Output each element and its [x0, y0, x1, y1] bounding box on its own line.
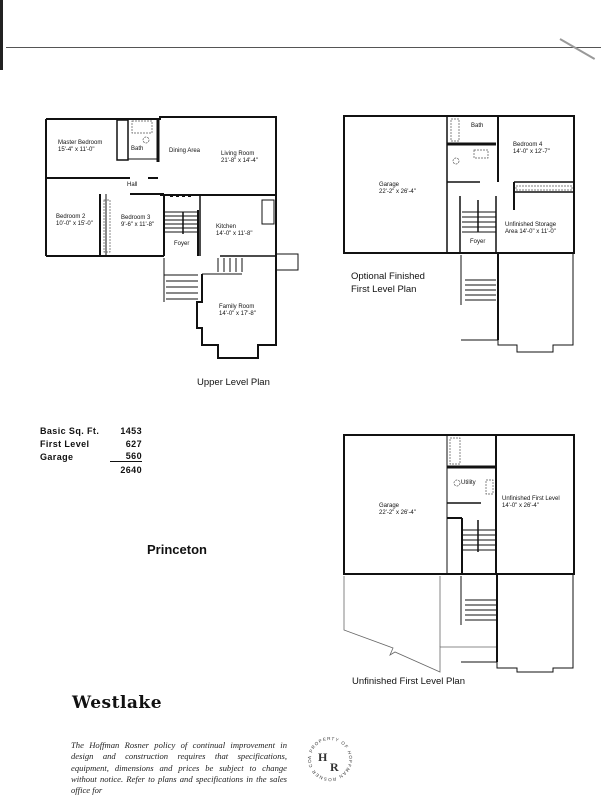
room-label: Unfinished Storage Area 14'-0" x 11'-0" [505, 222, 556, 236]
scan-edge [0, 0, 3, 70]
room-label: Kitchen 14'-0" x 11'-8" [216, 224, 252, 238]
room-name: Unfinished Storage [505, 222, 557, 228]
room-dimensions: 15'-4" x 11'-0" [58, 147, 95, 153]
sqft-total-row: 2640 [40, 463, 142, 476]
room-name: Unfinished First Level [502, 496, 560, 502]
room-label: Bedroom 2 10'-0" x 15'-0" [56, 214, 93, 228]
plan-caption: Upper Level Plan [197, 377, 270, 388]
room-name: Foyer [470, 239, 486, 245]
room-dimensions: 10'-0" x 15'-0" [56, 221, 93, 227]
room-name: Garage [379, 503, 400, 509]
room-label: Foyer [174, 241, 189, 248]
room-label: Dining Area [169, 148, 200, 155]
room-name: Dining Area [169, 148, 201, 154]
room-label: Master Bedroom 15'-4" x 11'-0" [58, 140, 102, 154]
room-dimensions: 14'-0" x 12'-7" [513, 149, 550, 155]
page-top-rule [6, 47, 601, 48]
room-dimensions: Area 14'-0" x 11'-0" [505, 229, 556, 235]
room-name: Foyer [174, 241, 190, 247]
sqft-row: Basic Sq. Ft. 1453 [40, 424, 142, 437]
room-label: Family Room 14'-0" x 17'-8" [219, 304, 256, 318]
upper-level-plan-drawing [45, 116, 299, 359]
room-dimensions: 22'-2" x 26'-4" [379, 189, 416, 195]
square-footage-table: Basic Sq. Ft. 1453 First Level 627 Garag… [40, 424, 142, 476]
room-dimensions: 14'-0" x 11'-8" [216, 231, 253, 237]
sqft-label: Garage [40, 451, 74, 462]
seal-initial-h: H [318, 750, 328, 764]
room-dimensions: 14'-0" x 26'-4" [502, 503, 539, 509]
room-name: Master Bedroom [58, 140, 103, 146]
room-name: Garage [379, 182, 400, 188]
room-label: Foyer [470, 239, 485, 246]
room-label: Bath [131, 146, 143, 153]
sqft-label: First Level [40, 438, 90, 449]
room-name: Bedroom 4 [513, 142, 543, 148]
room-name: Bedroom 3 [121, 215, 151, 221]
room-label: Garage 22'-2" x 26'-4" [379, 503, 416, 517]
room-dimensions: 21'-8" x 14'-4" [221, 158, 258, 164]
room-label: Hall [127, 182, 137, 189]
sqft-value: 627 [125, 438, 142, 449]
room-name: Utility [461, 480, 476, 486]
seal-icon: A PROPERTY OF HOFFMAN ROSNER CORP H R [303, 730, 353, 782]
model-name: Princeton [147, 542, 207, 557]
room-dimensions: 9'-6" x 11'-8" [121, 222, 155, 228]
caption-line: Optional Finished [351, 271, 425, 282]
optional-first-level-plan-drawing [343, 115, 575, 353]
room-dimensions: 14'-0" x 17'-8" [219, 311, 256, 317]
plan-caption: Unfinished First Level Plan [352, 676, 465, 687]
room-label: Garage 22'-2" x 26'-4" [379, 182, 416, 196]
room-name: Hall [127, 182, 138, 188]
caption-line: First Level Plan [351, 284, 417, 295]
room-name: Bedroom 2 [56, 214, 86, 220]
room-label: Utility [461, 480, 476, 487]
room-label: Living Room 21'-8" x 14'-4" [221, 151, 258, 165]
sqft-value: 1453 [120, 425, 142, 436]
sqft-value: 560 [110, 451, 142, 462]
upper-level-plan: Master Bedroom 15'-4" x 11'-0" Bath Dini… [0, 0, 310, 400]
optional-first-level-plan: Bath Bedroom 4 14'-0" x 12'-7" Garage 22… [343, 115, 575, 353]
sqft-label: Basic Sq. Ft. [40, 425, 100, 436]
room-label: Unfinished First Level 14'-0" x 26'-4" [502, 496, 560, 510]
room-label: Bedroom 4 14'-0" x 12'-7" [513, 142, 550, 156]
sqft-row: Garage 560 [40, 450, 142, 463]
room-name: Living Room [221, 151, 255, 157]
room-label: Bedroom 3 9'-6" x 11'-8" [121, 215, 154, 229]
room-name: Kitchen [216, 224, 237, 230]
sqft-total: 2640 [120, 464, 142, 475]
room-name: Bath [471, 123, 484, 129]
room-label: Bath [471, 123, 483, 130]
room-dimensions: 22'-2" x 26'-4" [379, 510, 416, 516]
hoffman-rosner-seal: A PROPERTY OF HOFFMAN ROSNER CORP H R [303, 730, 355, 784]
community-title: Westlake [72, 693, 163, 713]
room-name: Family Room [219, 304, 255, 310]
room-name: Bath [131, 146, 144, 152]
seal-ring-text: A PROPERTY OF HOFFMAN ROSNER CORP [303, 730, 352, 782]
seal-initial-r: R [330, 760, 339, 774]
disclaimer-text: The Hoffman Rosner policy of continual i… [71, 740, 287, 796]
svg-text:A PROPERTY OF HOFFMAN ROSNER C: A PROPERTY OF HOFFMAN ROSNER CORP [305, 734, 353, 782]
sqft-row: First Level 627 [40, 437, 142, 450]
plan-caption: Optional Finished First Level Plan [351, 270, 425, 296]
